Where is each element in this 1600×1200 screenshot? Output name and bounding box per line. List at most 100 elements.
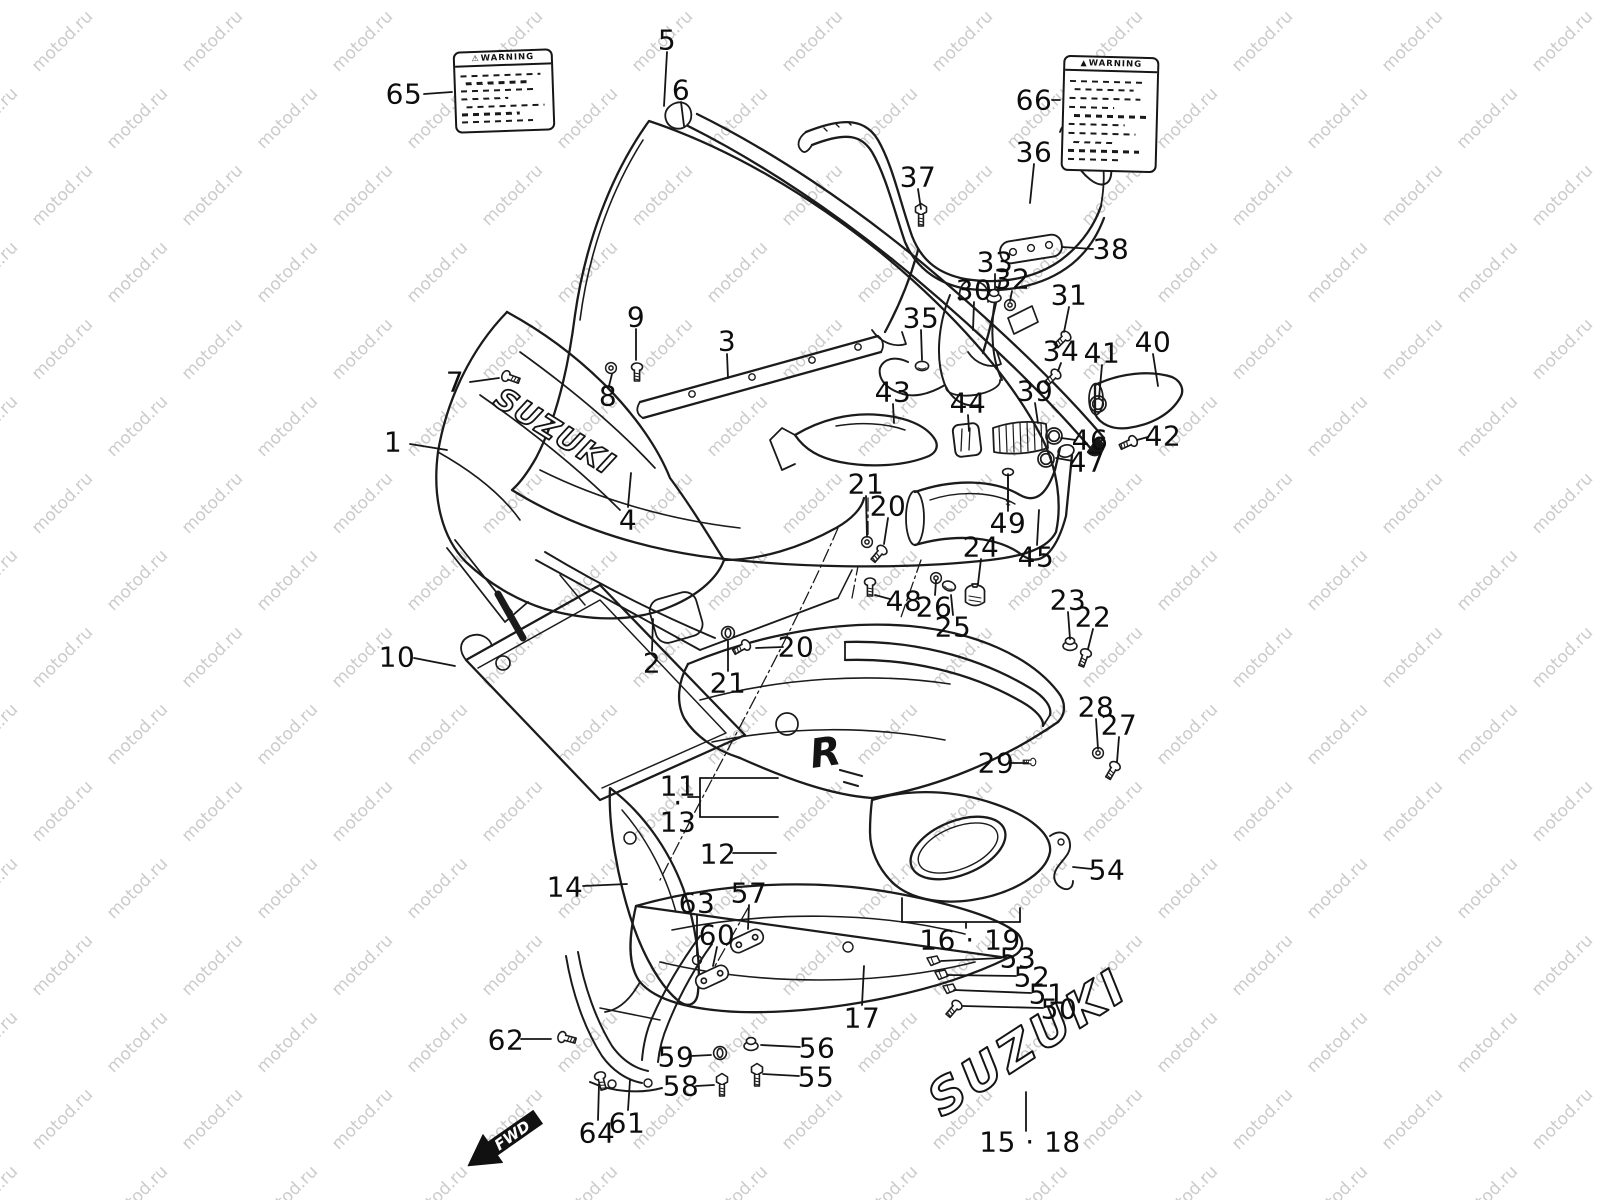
leader-line (1095, 718, 1099, 750)
inner-panel (535, 551, 853, 651)
leader-line (597, 1083, 600, 1121)
leader-line (917, 188, 922, 210)
leader-line (747, 904, 750, 930)
part-callout: 43 (874, 375, 912, 409)
leader-line (977, 558, 982, 585)
part-callout: 65 (385, 77, 423, 111)
side-lower-piece (868, 790, 1052, 903)
leader-line (1116, 736, 1120, 763)
part-callout: 26 (915, 590, 953, 624)
part-callout: 25 (934, 610, 972, 644)
part-callout: 10 (378, 640, 416, 674)
part-callout: 36 (1015, 135, 1053, 169)
part-callout: 63 (678, 886, 716, 920)
leader-line (1055, 457, 1074, 462)
leader-line (755, 646, 784, 649)
part-callout: 66 (1015, 83, 1053, 117)
part-callout: 8 (598, 379, 618, 413)
part-callout: 52 (1013, 960, 1051, 994)
part-callout: 59 (657, 1040, 695, 1074)
leader-line (582, 883, 628, 887)
part-callout: 6 (671, 73, 691, 107)
leader-line (423, 91, 453, 95)
part-callout: 23 (1049, 583, 1087, 617)
leader-line (690, 1054, 712, 1057)
part-callout: 12 (699, 837, 737, 871)
part-callout: 20 (869, 489, 907, 523)
part-callout: 14 (546, 870, 584, 904)
part-callout: 30 (955, 273, 993, 307)
part-callout: 33 (976, 245, 1014, 279)
part-callout: 22 (1074, 600, 1112, 634)
under-cowl (604, 883, 1024, 1014)
leader-line (1063, 306, 1070, 333)
part-callout: 16 · 19 (919, 923, 1021, 957)
side-panel-left (608, 786, 700, 1006)
leader-line (413, 657, 456, 667)
part-callout: 21 (847, 467, 885, 501)
leader-line (1029, 163, 1035, 204)
leader-line (608, 373, 613, 387)
part-callout: 41 (1083, 336, 1121, 370)
leader-line (651, 618, 654, 652)
part-callout: 51 (1028, 977, 1066, 1011)
leader-line (953, 989, 1032, 994)
part-callout: 57 (730, 876, 768, 910)
leader-line (892, 403, 895, 424)
part-callout: 47 (1068, 445, 1106, 479)
leader-line (680, 101, 685, 127)
part-callout: 39 (1016, 374, 1054, 408)
leader-line (627, 1079, 631, 1111)
part-callout: 21 (709, 666, 747, 700)
part-callout: 58 (662, 1069, 700, 1103)
part-callout: 11 (659, 769, 697, 803)
part-callout: · (673, 786, 683, 820)
part-callout: 7 (445, 365, 465, 399)
part-callout: 44 (949, 386, 987, 420)
part-callout: 62 (487, 1023, 525, 1057)
part-callout: 42 (1144, 419, 1182, 453)
windshield-molding (686, 112, 1106, 457)
brace-strip (636, 334, 884, 420)
part-callout: 5 (657, 23, 677, 57)
part-callout: 60 (698, 918, 736, 952)
part-callout: 55 (797, 1060, 835, 1094)
meter-visor (460, 583, 747, 802)
part-callout: 27 (1100, 708, 1138, 742)
part-callout: 24 (962, 530, 1000, 564)
part-callout: 35 (902, 301, 940, 335)
leader-line (1057, 362, 1062, 372)
part-callout: 31 (1050, 278, 1088, 312)
left-air-duct (769, 413, 938, 471)
center-bracket (878, 279, 1039, 407)
leader-line (760, 1044, 801, 1048)
part-callout: 34 (1042, 334, 1080, 368)
leader-line (1061, 246, 1094, 250)
hook-bracket (1049, 831, 1074, 891)
leader-line (883, 517, 889, 545)
leader-line (972, 301, 975, 331)
part-callout: 56 (798, 1031, 836, 1065)
part-callout: 9 (626, 300, 646, 334)
part-callout: 37 (899, 160, 937, 194)
leader-line (920, 329, 923, 361)
part-callout: 28 (1077, 690, 1115, 724)
part-callout: 15 · 18 (979, 1125, 1081, 1159)
part-callout: 13 (659, 805, 697, 839)
part-callout: 64 (578, 1116, 616, 1150)
leader-line (861, 965, 865, 1006)
part-callout: 40 (1134, 325, 1172, 359)
leader-line (950, 594, 954, 616)
leader-line (627, 472, 632, 508)
leader-line (1087, 628, 1094, 650)
part-callout: 50 (1040, 992, 1078, 1026)
right-air-duct (1088, 372, 1184, 430)
leader-line (695, 1084, 715, 1087)
leader-lines (409, 51, 1159, 1132)
part-callout: 1 (383, 425, 403, 459)
leader-line (712, 946, 718, 967)
leader-line (469, 377, 500, 383)
stay-bracket-plate (999, 233, 1063, 265)
